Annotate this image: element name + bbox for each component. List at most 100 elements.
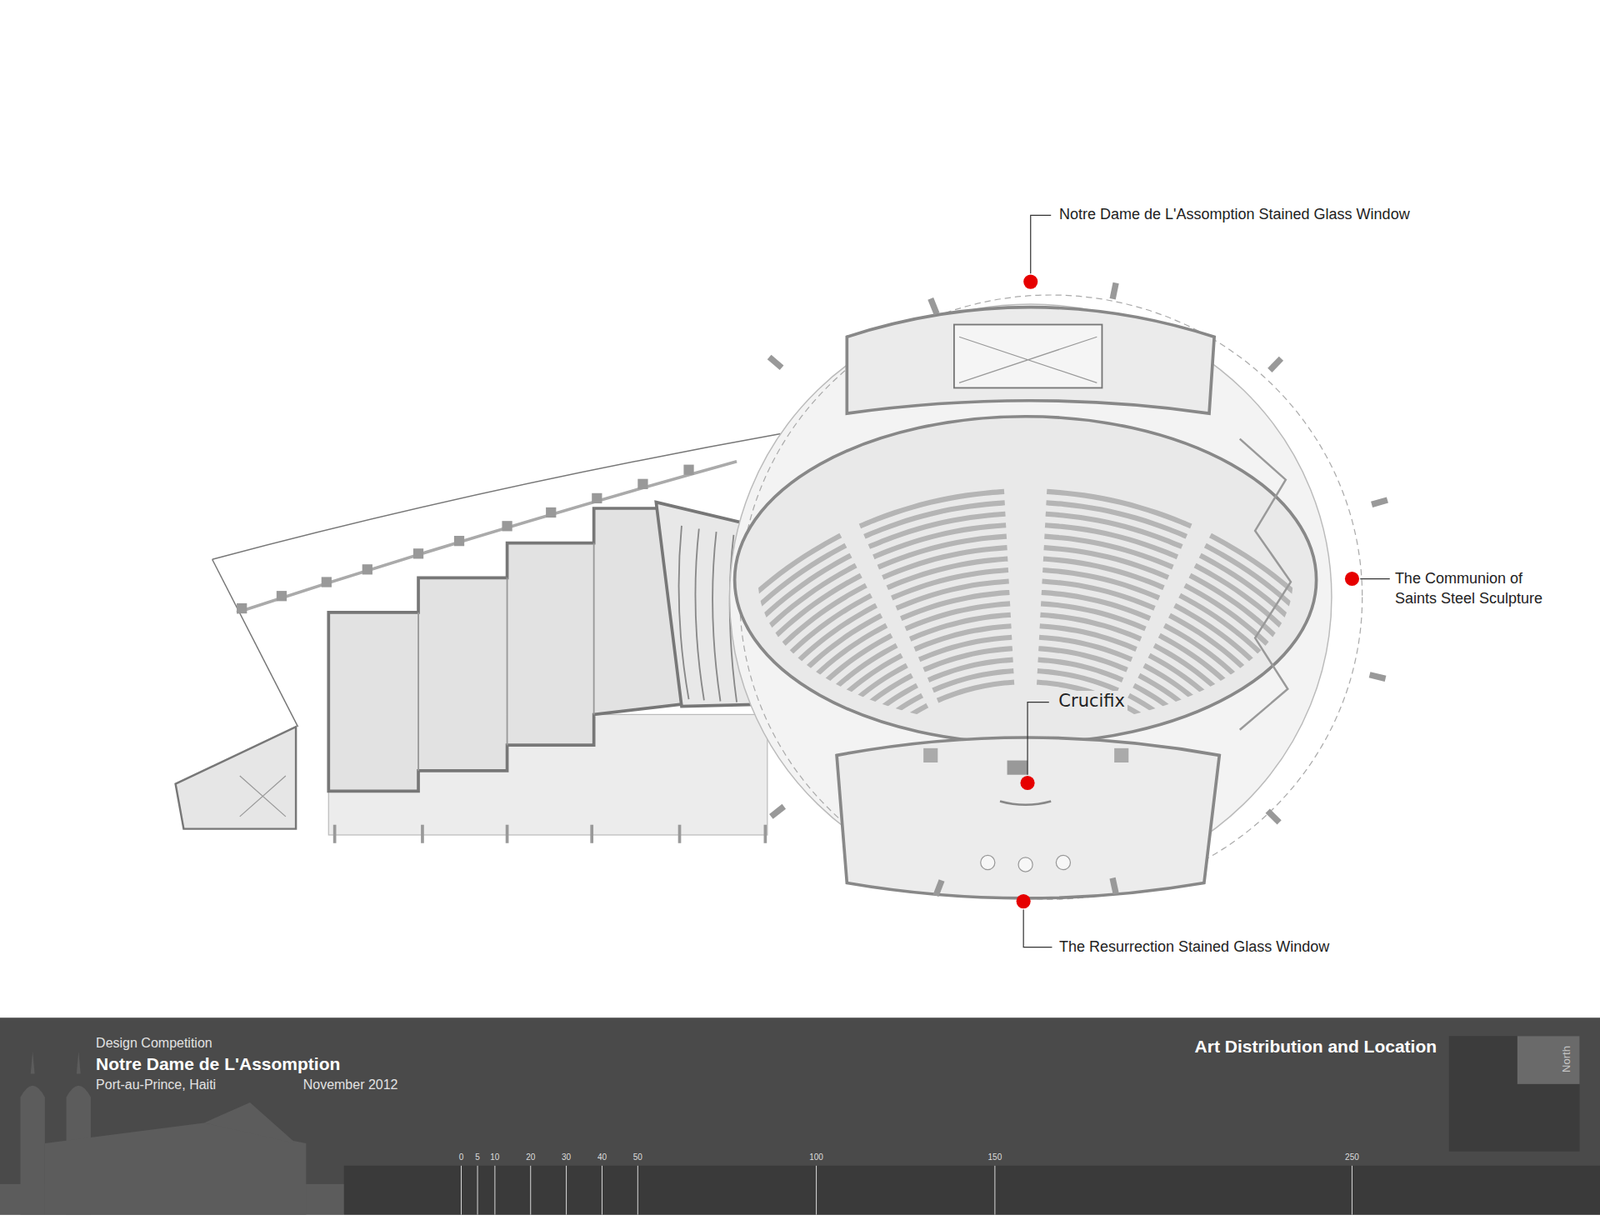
art-callout: Crucifix bbox=[1055, 690, 1128, 712]
pier bbox=[413, 548, 424, 559]
pew bbox=[739, 565, 856, 658]
pew bbox=[1175, 605, 1278, 687]
pew bbox=[774, 605, 877, 687]
pew bbox=[1210, 535, 1337, 636]
scale-tick bbox=[637, 1165, 639, 1215]
pier bbox=[1265, 808, 1282, 825]
pier bbox=[927, 297, 940, 315]
scale-tick bbox=[815, 1165, 817, 1215]
pier bbox=[362, 564, 373, 575]
pew bbox=[1044, 547, 1169, 578]
pier bbox=[767, 355, 785, 370]
leader-lines bbox=[1023, 215, 1390, 947]
art-callout: The Communion of Saints Steel Sculpture bbox=[1395, 568, 1560, 609]
pew bbox=[869, 514, 1006, 547]
sheet-title: Art Distribution and Location bbox=[1195, 1035, 1437, 1057]
scale-tick bbox=[460, 1165, 462, 1215]
pew bbox=[864, 502, 1005, 536]
scale-number: 10 bbox=[490, 1152, 500, 1163]
pier bbox=[420, 825, 425, 844]
scale-tick bbox=[601, 1165, 603, 1215]
pier bbox=[1110, 282, 1120, 300]
pew bbox=[1040, 603, 1145, 629]
project-date: November 2012 bbox=[303, 1076, 399, 1093]
project-title: Notre Dame de L'Assomption bbox=[95, 1053, 340, 1075]
pier bbox=[454, 535, 465, 546]
pew bbox=[878, 536, 1007, 568]
scale-number: 0 bbox=[459, 1152, 465, 1163]
pew bbox=[1185, 585, 1295, 673]
pew bbox=[730, 555, 851, 651]
pew bbox=[882, 547, 1007, 578]
pier bbox=[1109, 877, 1119, 895]
north-arrow-label: North bbox=[1560, 1046, 1574, 1074]
art-callout: The Resurrection Stained Glass Window bbox=[1059, 938, 1330, 957]
pier bbox=[933, 879, 945, 897]
pew bbox=[1045, 525, 1178, 557]
pier bbox=[501, 520, 512, 531]
pew bbox=[1046, 491, 1191, 527]
pew bbox=[1169, 615, 1269, 695]
scale-tick bbox=[530, 1165, 531, 1215]
scale-number: 250 bbox=[1345, 1152, 1360, 1163]
scale-number: 20 bbox=[525, 1152, 535, 1163]
art-markers bbox=[1016, 274, 1360, 909]
scale-number: 40 bbox=[597, 1152, 607, 1163]
scale-number: 5 bbox=[475, 1152, 480, 1163]
scale-number: 50 bbox=[633, 1152, 643, 1163]
pew bbox=[1043, 559, 1165, 589]
scale-tick bbox=[494, 1165, 495, 1215]
pew bbox=[1180, 595, 1286, 680]
pier bbox=[591, 493, 602, 504]
pew bbox=[756, 585, 866, 673]
scale-tick bbox=[477, 1165, 479, 1215]
pew bbox=[1205, 545, 1329, 644]
pew bbox=[900, 592, 1010, 619]
pier bbox=[333, 825, 337, 844]
pier bbox=[545, 507, 556, 518]
pew bbox=[1042, 570, 1160, 599]
pew bbox=[722, 545, 846, 644]
pew bbox=[860, 491, 1005, 527]
pew bbox=[905, 603, 1010, 629]
pew bbox=[1200, 555, 1320, 651]
pew bbox=[1195, 565, 1312, 658]
project-location: Port-au-Prince, Haiti bbox=[95, 1076, 216, 1093]
title-block bbox=[0, 1017, 1600, 1215]
pew bbox=[891, 570, 1009, 599]
pew bbox=[1044, 536, 1173, 568]
pew bbox=[896, 580, 1010, 608]
plan-drawing bbox=[175, 282, 1389, 900]
pew bbox=[1042, 580, 1155, 608]
pier bbox=[1370, 496, 1389, 507]
pier bbox=[321, 576, 332, 587]
art-callout: Notre Dame de L'Assomption Stained Glass… bbox=[1059, 205, 1410, 225]
pier bbox=[764, 825, 768, 844]
scale-tick bbox=[565, 1165, 567, 1215]
pier bbox=[678, 825, 682, 844]
pew bbox=[873, 525, 1006, 557]
pier bbox=[590, 825, 594, 844]
pier bbox=[683, 465, 694, 475]
pew bbox=[1041, 592, 1150, 619]
pier bbox=[769, 804, 786, 820]
scale-tick bbox=[994, 1165, 995, 1215]
pier bbox=[276, 590, 287, 601]
pew bbox=[887, 559, 1009, 589]
pier bbox=[236, 603, 247, 614]
pier bbox=[637, 479, 648, 490]
scale-tick bbox=[1351, 1165, 1353, 1215]
pew bbox=[1045, 514, 1183, 547]
scale-number: 30 bbox=[561, 1152, 571, 1163]
scale-number: 150 bbox=[988, 1152, 1003, 1163]
pier bbox=[1369, 671, 1387, 682]
pew bbox=[782, 615, 882, 695]
sheet-note: Design Competition bbox=[95, 1035, 213, 1051]
pew bbox=[1045, 502, 1186, 536]
scale-number: 100 bbox=[809, 1152, 824, 1163]
pew bbox=[765, 595, 871, 680]
pew bbox=[713, 535, 840, 636]
pier bbox=[1267, 356, 1284, 373]
pew bbox=[748, 575, 862, 665]
